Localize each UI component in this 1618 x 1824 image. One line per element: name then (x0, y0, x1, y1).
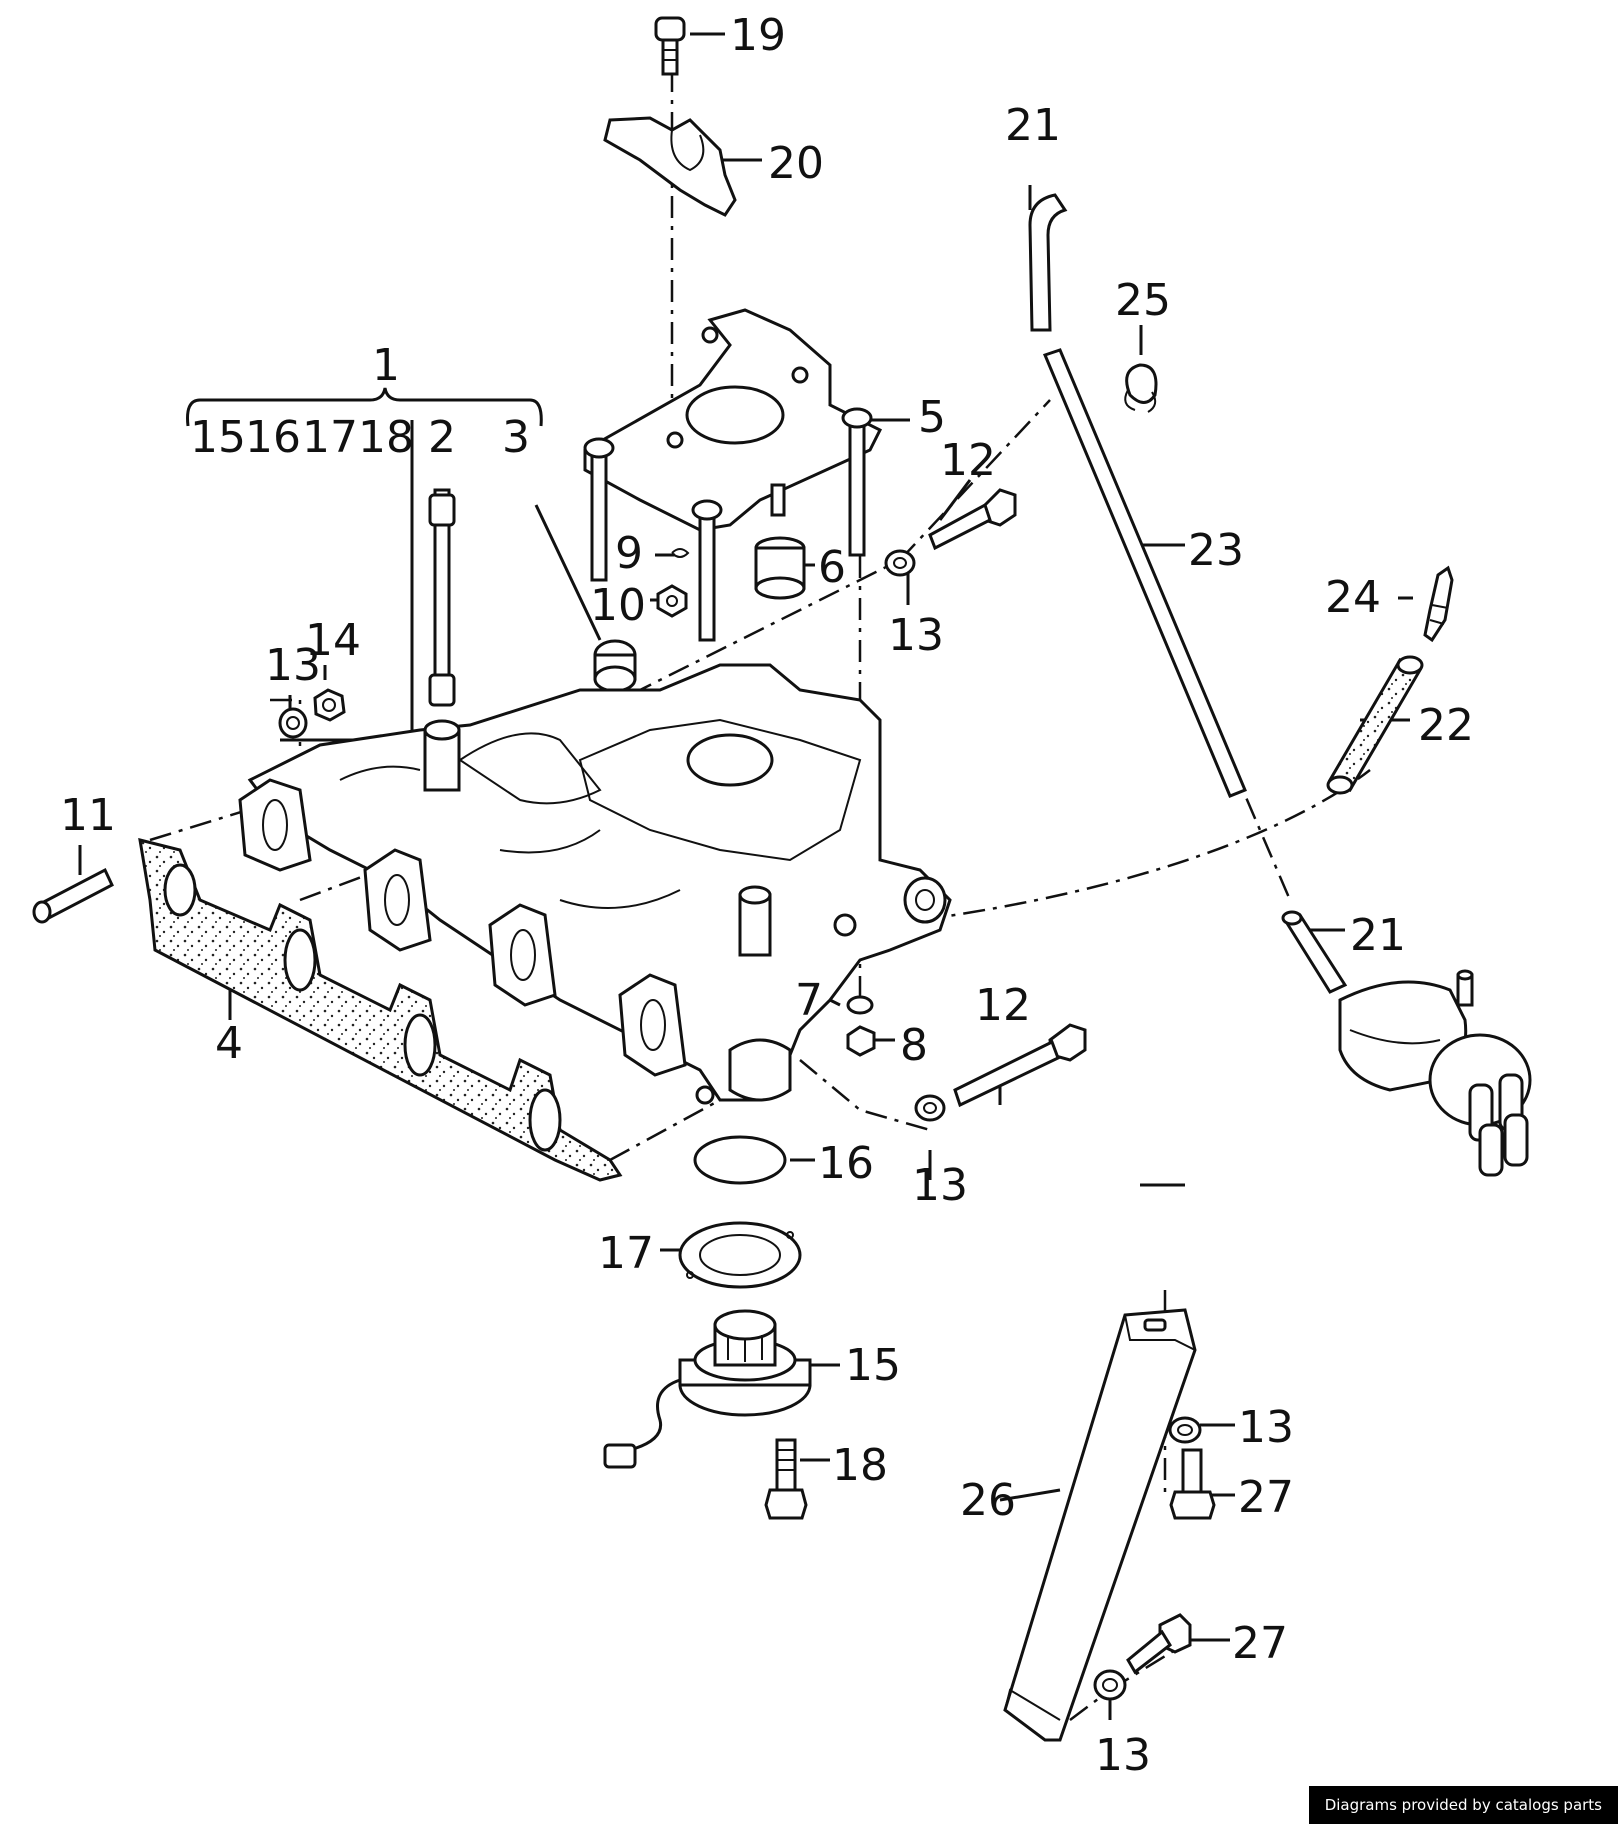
callout-14: 14 (305, 615, 361, 666)
kit-item-16: 16 (245, 412, 301, 463)
clip-25 (1124, 363, 1158, 413)
callout-12-lower: 12 (975, 980, 1031, 1031)
hose-22 (1326, 655, 1424, 795)
callout-17: 17 (598, 1228, 654, 1279)
plug-3 (593, 639, 637, 693)
bracket-20 (603, 116, 737, 217)
callout-10: 10 (590, 580, 646, 631)
kit-item-15: 15 (190, 412, 246, 463)
callout-11: 11 (60, 790, 116, 841)
heater-element-15 (603, 1309, 812, 1469)
callout-22: 22 (1418, 700, 1474, 751)
kit-item-17: 17 (302, 412, 358, 463)
callout-2: 2 (428, 412, 456, 463)
callout-6: 6 (818, 542, 846, 593)
callout-8: 8 (900, 1020, 928, 1071)
callout-18: 18 (832, 1440, 888, 1491)
callout-23: 23 (1188, 525, 1244, 576)
hose-21-lower (1281, 910, 1348, 994)
gasket-17 (678, 1221, 802, 1289)
intake-manifold (238, 663, 952, 1105)
callout-16: 16 (818, 1138, 874, 1189)
o-ring-16 (693, 1135, 787, 1185)
callout-3: 3 (502, 412, 530, 463)
bolts-27 (1126, 1448, 1216, 1675)
bolts-12 (928, 488, 1087, 1108)
kit-item-18: 18 (358, 412, 414, 463)
callout-21-upper: 21 (1005, 100, 1061, 151)
callout-13-upper-right: 13 (888, 610, 944, 661)
stud-2 (428, 488, 456, 707)
callout-5: 5 (918, 392, 946, 443)
screw-19 (654, 16, 686, 76)
callout-24: 24 (1325, 572, 1381, 623)
stud-11 (32, 867, 114, 924)
callout-4: 4 (215, 1018, 243, 1069)
leader-lines (78, 32, 1413, 1720)
bolt-18 (764, 1438, 808, 1520)
callout-7: 7 (795, 975, 823, 1026)
callout-13-lower-middle: 13 (912, 1160, 968, 1211)
brace-26 (1003, 1308, 1197, 1742)
callout-13-bottom: 13 (1095, 1730, 1151, 1781)
flange-plate-5 (583, 308, 883, 642)
tube-23 (1042, 348, 1247, 798)
callout-13-right-upper: 13 (1238, 1402, 1294, 1453)
connector-24 (1423, 565, 1454, 643)
credit-banner: Diagrams provided by catalogs parts (1308, 1786, 1618, 1824)
callout-27-upper: 27 (1238, 1472, 1294, 1523)
callout-20: 20 (768, 138, 824, 189)
callout-labels: 19 20 1 15 16 17 18 2 3 5 12 9 6 10 13 1… (60, 10, 1474, 1781)
washer-nut-7-8 (846, 995, 876, 1057)
gasket-4 (138, 837, 623, 1182)
distributor (1338, 969, 1532, 1177)
callout-21-lower: 21 (1350, 910, 1406, 961)
callout-25: 25 (1115, 275, 1171, 326)
washers-13 (278, 549, 1202, 1701)
callout-12-upper: 12 (940, 435, 996, 486)
nut-14 (313, 688, 346, 722)
hose-21-upper (1028, 193, 1068, 332)
callout-13-left: 13 (265, 640, 321, 691)
callout-19: 19 (730, 10, 786, 61)
callout-1: 1 (372, 340, 400, 391)
callout-27-lower: 27 (1232, 1618, 1288, 1669)
callout-15: 15 (845, 1340, 901, 1391)
callout-9: 9 (615, 528, 643, 579)
callout-26: 26 (960, 1475, 1016, 1526)
small-parts-9-10-6 (656, 536, 806, 618)
